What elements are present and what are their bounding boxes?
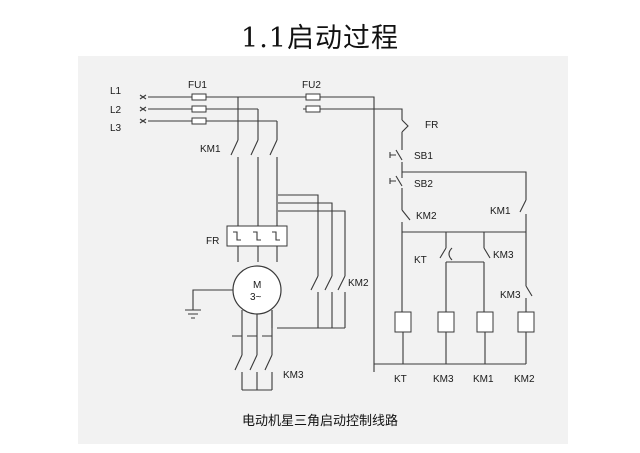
label-coil-kt: KT — [394, 374, 407, 385]
page-title: 1.1启动过程 — [241, 23, 399, 54]
label-coil-km3: KM3 — [433, 374, 454, 385]
label-motor-m: M — [253, 280, 261, 291]
label-l2: L2 — [110, 105, 122, 116]
label-l1: L1 — [110, 86, 122, 97]
label-km3-main: KM3 — [283, 370, 304, 381]
label-km1-main: KM1 — [200, 144, 221, 155]
label-km2-main: KM2 — [348, 278, 369, 289]
label-kt-ctrl: KT — [414, 255, 427, 266]
control-circuit — [334, 108, 535, 365]
km2-branch — [271, 194, 346, 329]
label-km3-ctrl2: KM3 — [500, 290, 521, 301]
label-km2-ctrl: KM2 — [416, 211, 437, 222]
terminal-markers — [139, 94, 147, 124]
label-coil-km1: KM1 — [473, 374, 494, 385]
label-sb2: SB2 — [414, 179, 433, 190]
fu1-fuses — [191, 93, 207, 125]
labels: L1 L2 L3 FU1 FU2 KM1 FR M 3~ KM2 KM3 FR … — [110, 80, 535, 385]
motor — [185, 265, 282, 355]
label-km1-ctrl: KM1 — [490, 206, 511, 217]
label-motor-phase: 3~ — [250, 292, 262, 303]
label-fu2: FU2 — [302, 80, 321, 91]
label-fr-ctrl: FR — [425, 120, 438, 131]
power-conductors — [226, 97, 288, 262]
label-fr-main: FR — [206, 236, 219, 247]
label-coil-km2: KM2 — [514, 374, 535, 385]
label-sb1: SB1 — [414, 151, 433, 162]
label-fu1: FU1 — [188, 80, 207, 91]
label-l3: L3 — [110, 123, 122, 134]
phase-lines — [148, 96, 375, 372]
km3-star — [232, 335, 273, 391]
label-km3-ctrl: KM3 — [493, 250, 514, 261]
diagram-caption: 电动机星三角启动控制线路 — [241, 414, 398, 429]
fu2-fuses — [305, 93, 321, 113]
